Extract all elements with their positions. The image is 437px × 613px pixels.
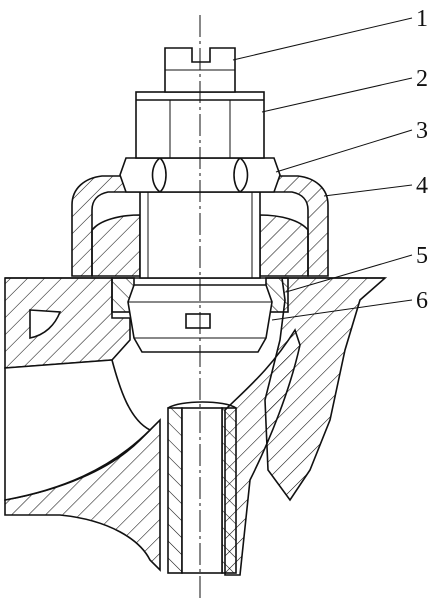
housing-section — [4, 277, 388, 576]
callout-6: 6 — [416, 288, 428, 314]
callout-3: 3 — [416, 118, 428, 144]
callout-4: 4 — [416, 173, 428, 199]
oil-tube — [167, 401, 237, 574]
callout-5: 5 — [416, 243, 428, 269]
callout-2: 2 — [416, 66, 428, 92]
leader-lines — [232, 17, 413, 321]
callout-1: 1 — [416, 6, 428, 32]
